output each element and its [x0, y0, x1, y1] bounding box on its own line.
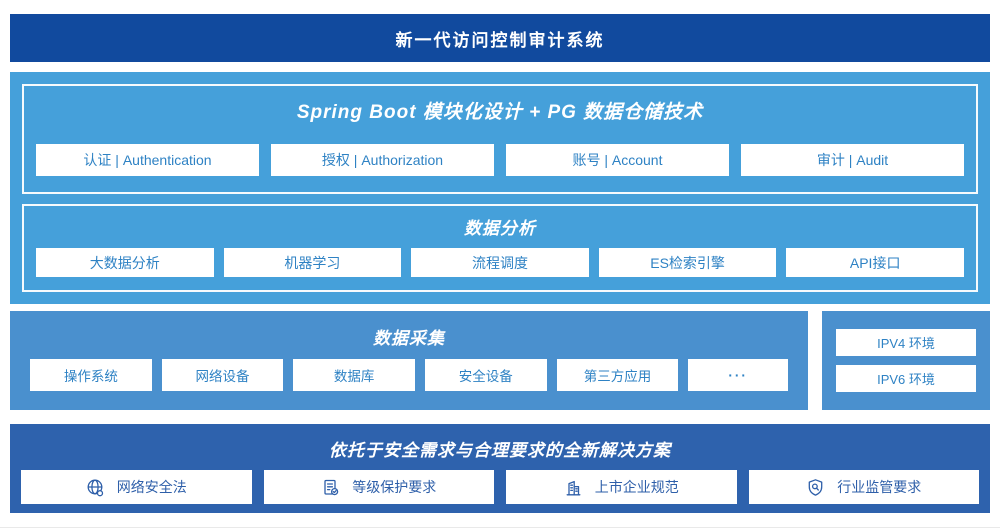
- data-collection-row: 操作系统 网络设备 数据库 安全设备 第三方应用 ···: [30, 359, 789, 391]
- analysis-box-machine-learning: 机器学习: [223, 248, 402, 277]
- module-box-audit: 审计 | Audit: [741, 144, 964, 176]
- collection-box-network-device: 网络设备: [161, 359, 284, 391]
- data-analysis-title: 数据分析: [464, 219, 536, 238]
- analysis-box-api: API接口: [786, 248, 964, 277]
- collection-box-security-device: 安全设备: [424, 359, 547, 391]
- solution-box-classified-protection: 等级保护要求: [263, 470, 494, 504]
- env-box-ipv4: IPV4 环境: [836, 329, 976, 356]
- data-analysis-row: 大数据分析 机器学习 流程调度 ES检索引擎 API接口: [36, 248, 964, 277]
- module-box-account: 账号 | Account: [506, 144, 729, 176]
- data-analysis-group: 数据分析 大数据分析 机器学习 流程调度 ES检索引擎 API接口: [22, 204, 978, 292]
- globe-icon: [86, 478, 105, 497]
- springboot-module-row: 认证 | Authentication 授权 | Authorization 账…: [36, 144, 964, 176]
- collection-box-thirdparty-app: 第三方应用: [556, 359, 679, 391]
- bottom-edge-divider: [0, 527, 1000, 528]
- solution-title: 依托于安全需求与合理要求的全新解决方案: [329, 441, 671, 460]
- solution-box-listed-company: 上市企业规范: [506, 470, 737, 504]
- solution-row: 网络安全法 等级保护要求: [21, 470, 979, 504]
- platform-section: Spring Boot 模块化设计 + PG 数据仓储技术 认证 | Authe…: [10, 72, 990, 304]
- solution-box-label: 网络安全法: [116, 479, 187, 495]
- solution-box-label: 等级保护要求: [352, 479, 437, 495]
- solution-section: 依托于安全需求与合理要求的全新解决方案 网络安全法: [10, 424, 990, 513]
- analysis-box-workflow-scheduling: 流程调度: [411, 248, 589, 277]
- environment-section: IPV4 环境 IPV6 环境: [822, 311, 990, 410]
- solution-box-industry-regulation: 行业监管要求: [748, 470, 979, 504]
- collection-box-database: 数据库: [293, 359, 415, 391]
- solution-box-label: 上市企业规范: [594, 479, 679, 495]
- collection-box-more: ···: [688, 359, 789, 391]
- module-box-authentication: 认证 | Authentication: [36, 144, 259, 176]
- analysis-box-es-search: ES检索引擎: [598, 248, 777, 277]
- collection-box-os: 操作系统: [30, 359, 152, 391]
- system-title: 新一代访问控制审计系统: [395, 30, 605, 50]
- shield-search-icon: [806, 478, 825, 497]
- springboot-group-title: Spring Boot 模块化设计 + PG 数据仓储技术: [296, 102, 704, 123]
- data-collection-title: 数据采集: [373, 329, 445, 348]
- analysis-box-bigdata: 大数据分析: [36, 248, 214, 277]
- data-collection-section: 数据采集 操作系统 网络设备 数据库 安全设备 第三方应用 ···: [10, 311, 808, 410]
- solution-box-cybersecurity-law: 网络安全法: [21, 470, 252, 504]
- system-title-banner: 新一代访问控制审计系统: [10, 14, 990, 62]
- springboot-module-group: Spring Boot 模块化设计 + PG 数据仓储技术 认证 | Authe…: [22, 84, 978, 194]
- document-check-icon: [321, 478, 340, 497]
- module-box-authorization: 授权 | Authorization: [271, 144, 494, 176]
- env-box-ipv6: IPV6 环境: [836, 365, 976, 392]
- building-icon: [564, 478, 583, 497]
- solution-box-label: 行业监管要求: [837, 479, 922, 495]
